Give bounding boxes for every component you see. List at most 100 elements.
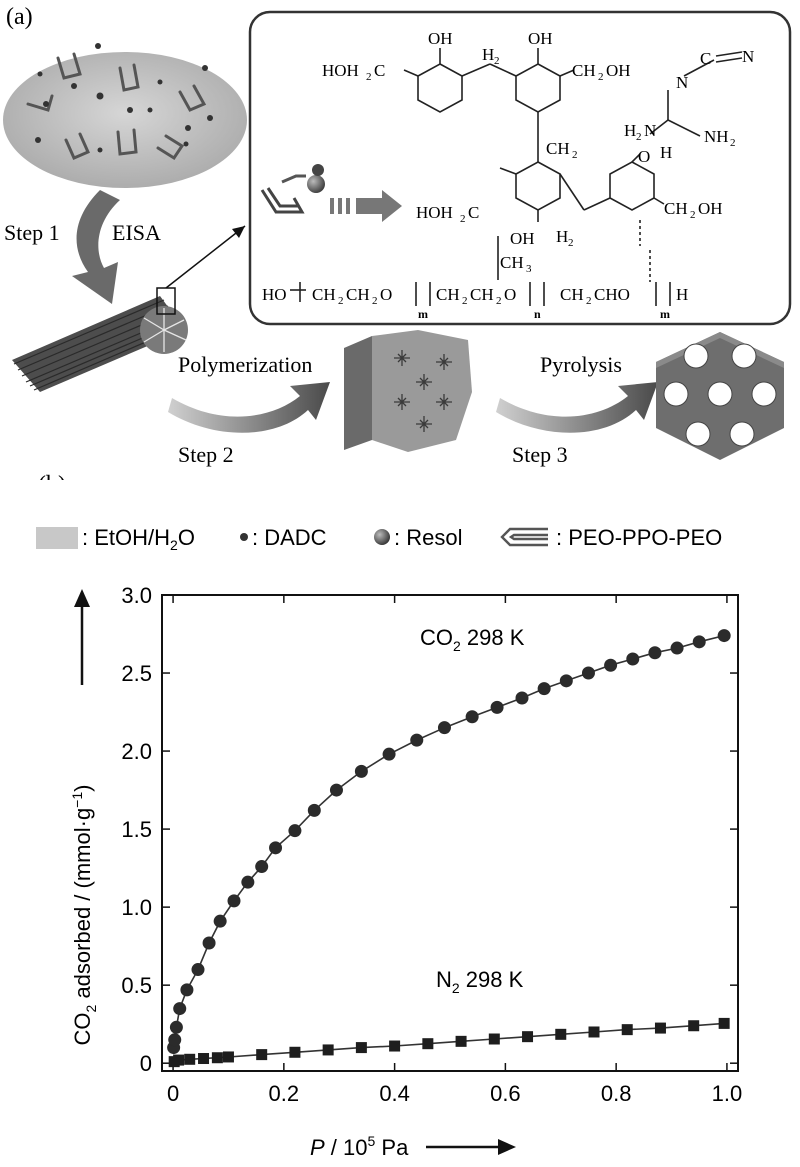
svg-text:NH: NH bbox=[704, 127, 729, 146]
co2-data-point bbox=[559, 674, 573, 688]
svg-text:OH: OH bbox=[428, 29, 453, 48]
svg-text:HO: HO bbox=[262, 285, 287, 304]
svg-text:2: 2 bbox=[338, 295, 344, 307]
step3-label: Step 3 bbox=[512, 442, 568, 467]
y-tick-label: 1.5 bbox=[121, 817, 152, 842]
co2-data-point bbox=[307, 803, 321, 817]
co2-data-point bbox=[180, 983, 194, 997]
co2-data-point bbox=[604, 658, 618, 672]
y-axis-arrow bbox=[74, 589, 90, 685]
legend-item-resol: : Resol bbox=[374, 525, 462, 550]
co2-data-point bbox=[169, 1020, 183, 1034]
x-tick-label: 0.4 bbox=[379, 1081, 410, 1106]
y-tick-label: 2.5 bbox=[121, 661, 152, 686]
co2-data-point bbox=[288, 824, 302, 838]
large-sphere-icon bbox=[374, 529, 390, 545]
n2-data-point bbox=[289, 1046, 301, 1058]
svg-text:2: 2 bbox=[568, 237, 574, 249]
svg-text:2: 2 bbox=[460, 213, 466, 225]
legend-item-dadc: : DADC bbox=[240, 525, 327, 550]
n2-data-point bbox=[222, 1051, 234, 1063]
svg-text:3: 3 bbox=[526, 263, 532, 275]
co2-data-point bbox=[191, 963, 205, 977]
co2-data-point bbox=[354, 764, 368, 778]
co2-data-point bbox=[213, 914, 227, 928]
legend-item-copolymer: : PEO-PPO-PEO bbox=[500, 525, 722, 550]
n2-data-point bbox=[455, 1035, 467, 1047]
n2-data-point bbox=[211, 1052, 223, 1064]
svg-text:C: C bbox=[700, 49, 711, 68]
step1-arrow bbox=[72, 190, 120, 304]
svg-text:2: 2 bbox=[690, 209, 696, 221]
svg-text:O: O bbox=[638, 147, 650, 166]
svg-text:OH: OH bbox=[606, 61, 631, 80]
y-tick-label: 0.5 bbox=[121, 973, 152, 998]
panel-a-label: (a) bbox=[6, 4, 33, 30]
n2-data-point bbox=[198, 1053, 210, 1065]
svg-text:2: 2 bbox=[462, 295, 468, 307]
svg-text:CH: CH bbox=[560, 285, 584, 304]
co2-data-point bbox=[717, 629, 731, 643]
step3-arrow bbox=[496, 382, 658, 433]
co2-data-point bbox=[202, 936, 216, 950]
y-tick-label: 0 bbox=[140, 1051, 152, 1076]
svg-text:CH: CH bbox=[436, 285, 460, 304]
svg-text:H: H bbox=[556, 227, 568, 246]
co2-data-point bbox=[168, 1033, 182, 1047]
y-tick-label: 1.0 bbox=[121, 895, 152, 920]
series-label-co2: CO2 298 K bbox=[420, 625, 525, 654]
n2-data-point bbox=[718, 1017, 730, 1029]
plot-frame bbox=[161, 594, 739, 1072]
svg-text:: EtOH/H2O: : EtOH/H2O bbox=[82, 525, 195, 553]
svg-text:2: 2 bbox=[730, 137, 736, 149]
svg-text:CO2 adsorbed / (mmol·g−1): CO2 adsorbed / (mmol·g−1) bbox=[69, 785, 99, 1046]
polymer-hexagonal-prism bbox=[344, 330, 472, 452]
step2-label: Step 2 bbox=[178, 442, 234, 467]
n2-data-point bbox=[488, 1033, 500, 1045]
n2-data-point bbox=[522, 1031, 534, 1043]
svg-text:CH: CH bbox=[664, 199, 688, 218]
co2-data-point bbox=[537, 682, 551, 696]
x-tick-label: 0.8 bbox=[601, 1081, 632, 1106]
y-tick-label: 2.0 bbox=[121, 739, 152, 764]
fit-curves bbox=[172, 634, 725, 1063]
polymerization-label: Polymerization bbox=[178, 352, 312, 377]
co2-data-point bbox=[437, 721, 451, 735]
panel-b-label: (b) bbox=[38, 472, 66, 480]
svg-text:OH: OH bbox=[698, 199, 723, 218]
svg-text:OH: OH bbox=[528, 29, 553, 48]
co2-data-point bbox=[173, 1002, 187, 1016]
n2-data-point bbox=[422, 1038, 434, 1050]
pyrolysis-label: Pyrolysis bbox=[540, 352, 622, 377]
co2-data-point bbox=[382, 747, 396, 761]
solvent-swatch-icon bbox=[36, 527, 78, 549]
n2-data-point bbox=[389, 1040, 401, 1052]
y-tick-label: 3.0 bbox=[121, 583, 152, 608]
svg-text:OH: OH bbox=[510, 229, 535, 248]
svg-text:: Resol: : Resol bbox=[394, 525, 462, 550]
svg-text:CH: CH bbox=[346, 285, 370, 304]
co2-data-point bbox=[410, 733, 424, 747]
svg-text:2: 2 bbox=[586, 295, 592, 307]
co2-data-point bbox=[255, 860, 269, 874]
co2-data-point bbox=[670, 641, 684, 655]
series-label-n2: N2 298 K bbox=[436, 967, 524, 996]
svg-text:CH: CH bbox=[312, 285, 336, 304]
n2-data-point bbox=[621, 1024, 633, 1036]
svg-text:CH: CH bbox=[572, 61, 596, 80]
svg-text:H: H bbox=[676, 285, 688, 304]
micelle-cylinder-bundle bbox=[12, 225, 246, 392]
svg-text:: PEO-PPO-PEO: : PEO-PPO-PEO bbox=[556, 525, 722, 550]
co2-data-point bbox=[581, 666, 595, 680]
svg-text:H: H bbox=[660, 143, 672, 162]
co2-data-point bbox=[241, 875, 255, 889]
synthesis-schematic: (a) Step 1 EISA bbox=[3, 4, 792, 480]
svg-text:CH: CH bbox=[500, 253, 524, 272]
svg-text:N: N bbox=[742, 47, 754, 66]
co2-data-point bbox=[227, 894, 241, 908]
svg-text:2: 2 bbox=[494, 55, 500, 67]
svg-text:CHO: CHO bbox=[594, 285, 630, 304]
step1-label: Step 1 bbox=[4, 220, 60, 245]
svg-text:C: C bbox=[468, 203, 479, 222]
